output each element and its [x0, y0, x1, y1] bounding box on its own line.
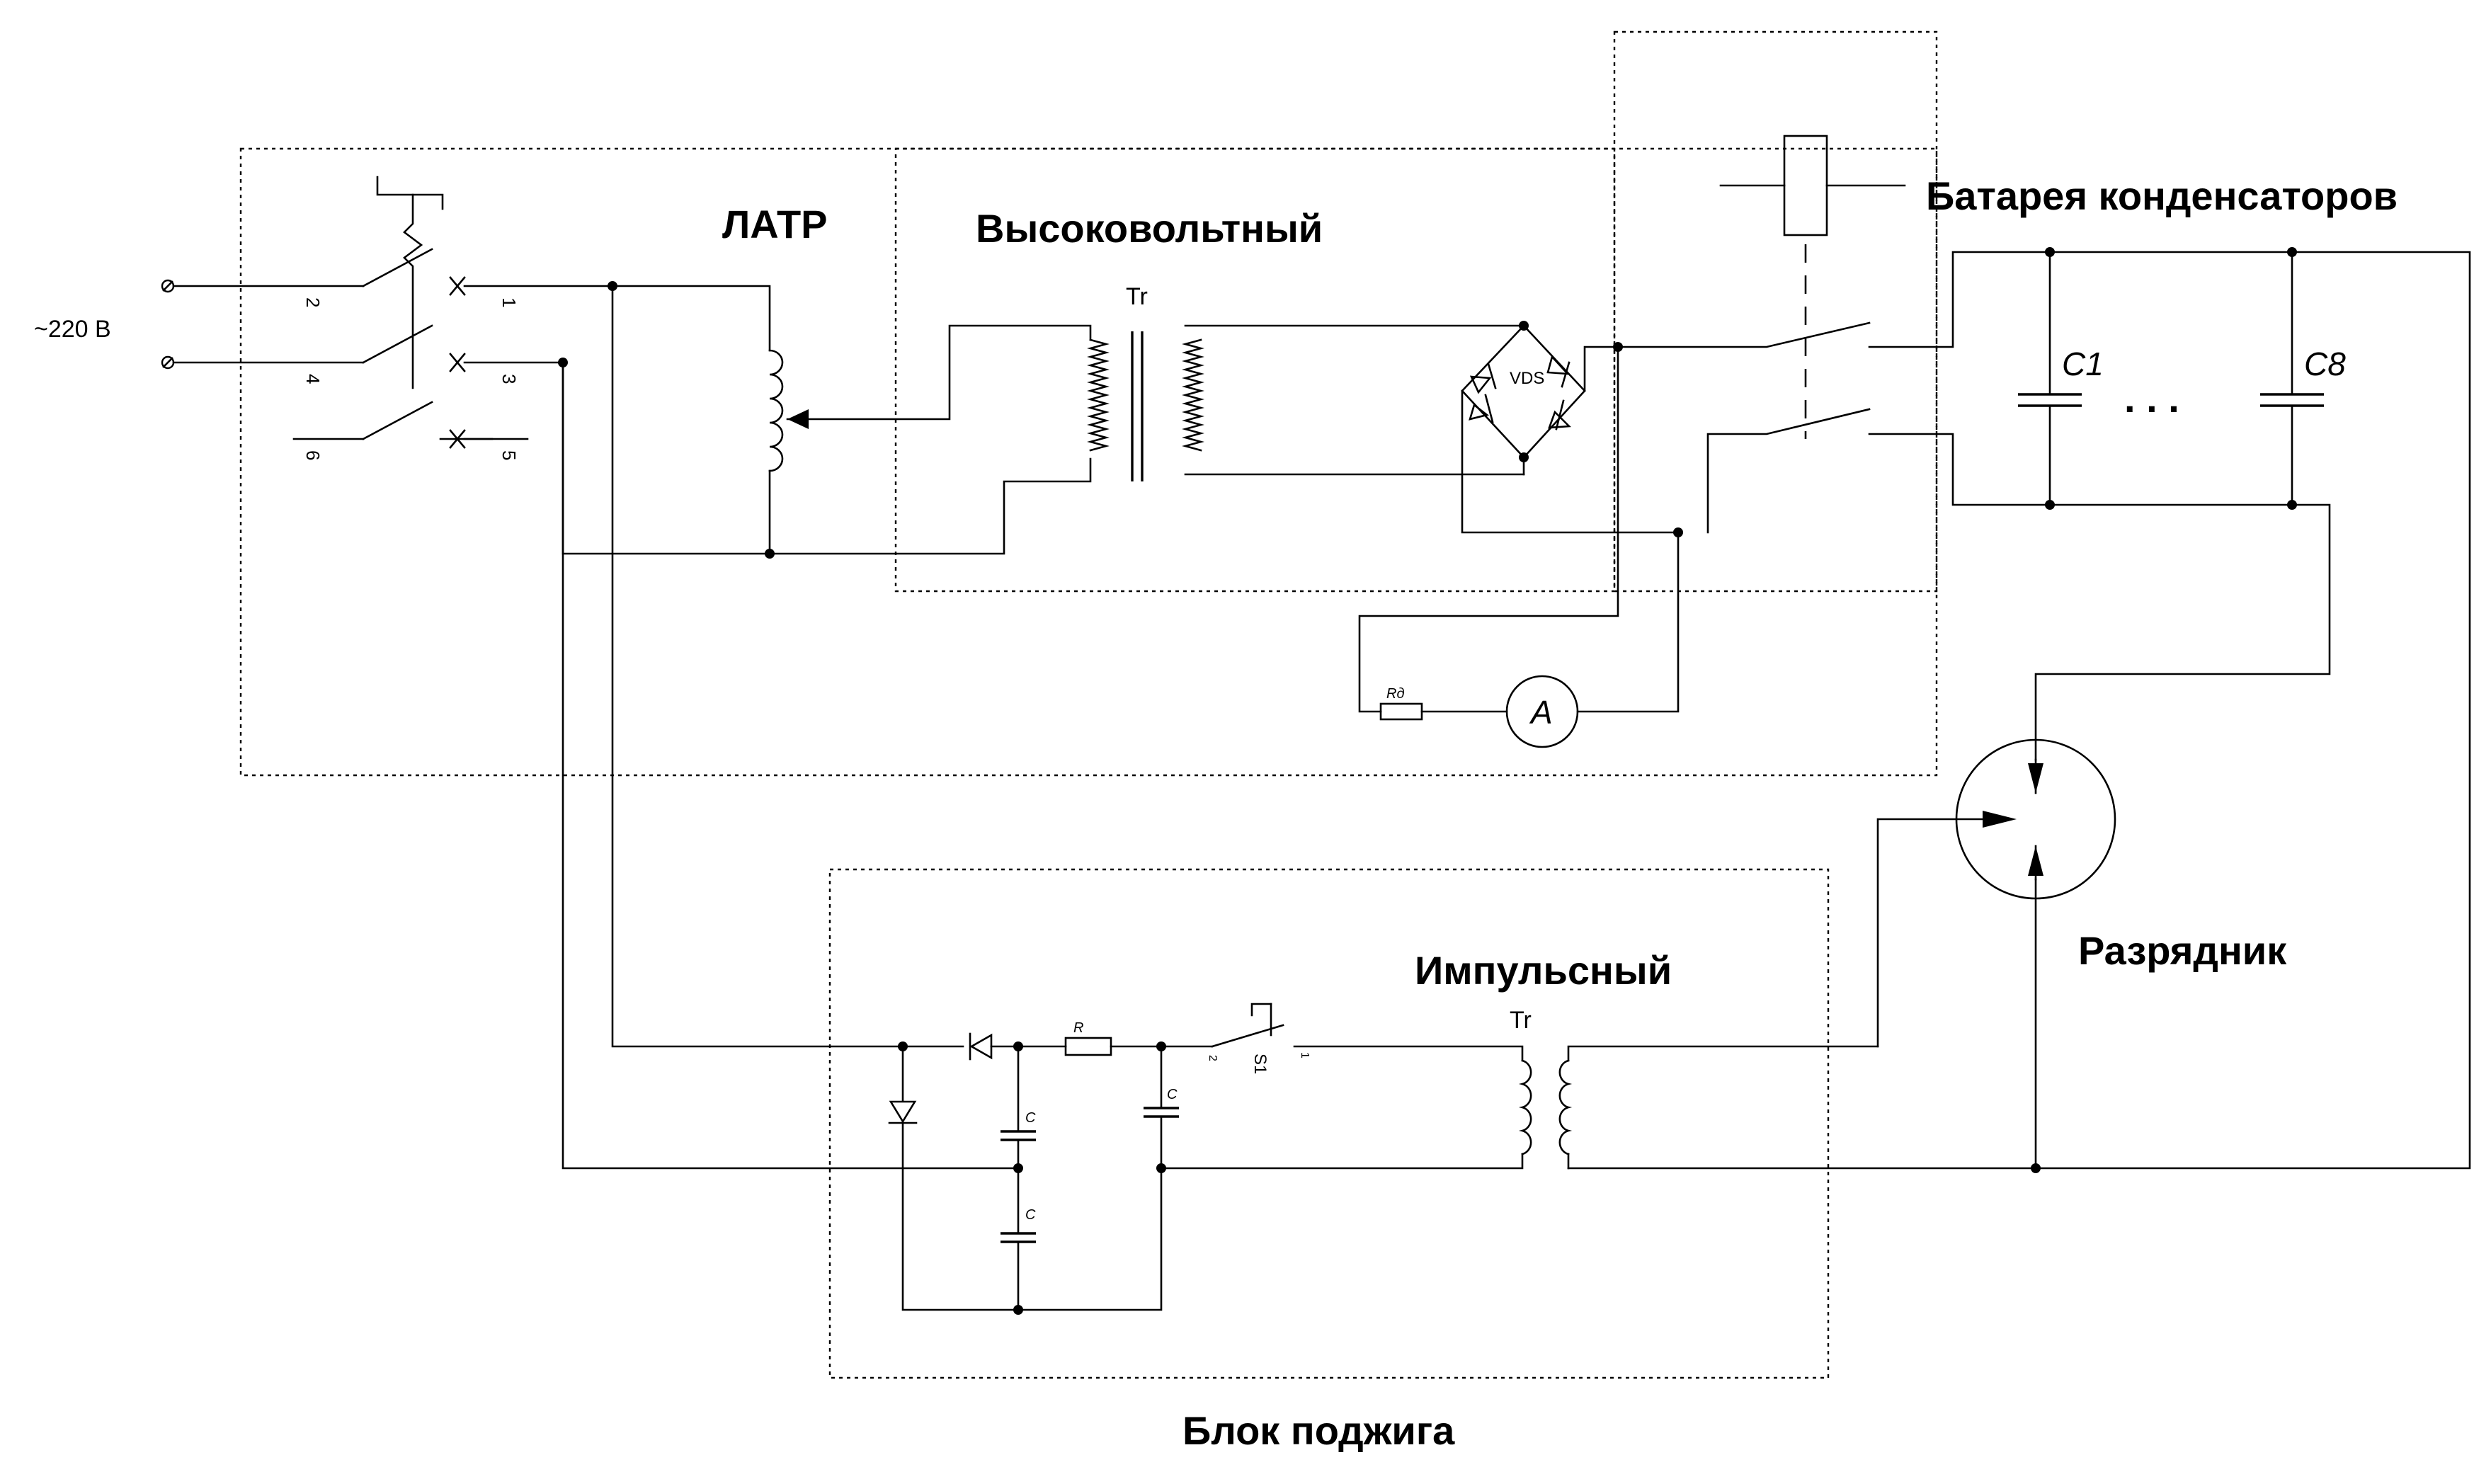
- pulse-transformer-ref: Tr: [1510, 1007, 1532, 1034]
- spark-gap-label: Разрядник: [2078, 928, 2287, 973]
- capacitor-c-label-2: C: [1025, 1207, 1036, 1223]
- switch-s1-label: S1: [1250, 1054, 1270, 1074]
- hv-transformer-ref: Tr: [1126, 283, 1148, 310]
- capacitor-c-label-3: C: [1167, 1087, 1178, 1102]
- contactor-pin-2: 2: [302, 297, 324, 307]
- latr-block-boundary: [239, 147, 1938, 777]
- pulse-transformer-label: Импульсный: [1415, 948, 1672, 993]
- switch-s1-pin-1: 1: [1299, 1052, 1311, 1058]
- rectifier-bridge: [1461, 324, 1680, 534]
- contactor-pin-1: 1: [498, 297, 520, 307]
- measuring-branch: [1358, 346, 1680, 748]
- capacitor-c8-label: C8: [2304, 346, 2346, 382]
- ignition-circuit: [562, 285, 1524, 1311]
- contactor-pin-4: 4: [302, 374, 324, 384]
- pulse-transformer: [1518, 1045, 1879, 1170]
- capacitor-ellipsis: . . .: [2124, 376, 2179, 421]
- capacitor-c-label-1: C: [1025, 1110, 1036, 1126]
- bridge-label: VDS: [1510, 369, 1544, 388]
- hv-switch-block-boundary: [1613, 30, 1938, 593]
- latr-autotransformer: [562, 285, 1092, 555]
- capacitor-bank: [2018, 251, 2324, 506]
- hv-relay: [1567, 135, 2471, 1170]
- mains-input: [161, 279, 365, 370]
- spark-gap: [1876, 738, 2116, 1170]
- ignition-block-label: Блок поджига: [1182, 1408, 1455, 1453]
- mains-voltage-label: ~220 В: [34, 316, 111, 343]
- contactor-pin-5: 5: [498, 450, 520, 460]
- contactor-pin-3: 3: [498, 374, 520, 384]
- resistor-rd-label: Rд: [1386, 686, 1405, 702]
- hv-transformer: [1087, 324, 1525, 481]
- latr-label: ЛАТР: [722, 202, 828, 246]
- resistor-r-label: R: [1073, 1020, 1083, 1036]
- junction-dots: [558, 247, 2297, 1315]
- ammeter-label: A: [1529, 694, 1553, 731]
- hv-transformer-label: Высоковольтный: [976, 206, 1323, 251]
- capacitor-c1-label: C1: [2062, 346, 2104, 382]
- capacitor-bank-label: Батарея конденсаторов: [1926, 173, 2398, 218]
- contactor-pin-6: 6: [302, 450, 324, 460]
- ignition-block-boundary: [828, 868, 1830, 1379]
- three-pole-contactor: [292, 176, 614, 449]
- switch-s1-pin-2: 2: [1207, 1055, 1219, 1061]
- hv-transformer-block-boundary: [894, 147, 1616, 593]
